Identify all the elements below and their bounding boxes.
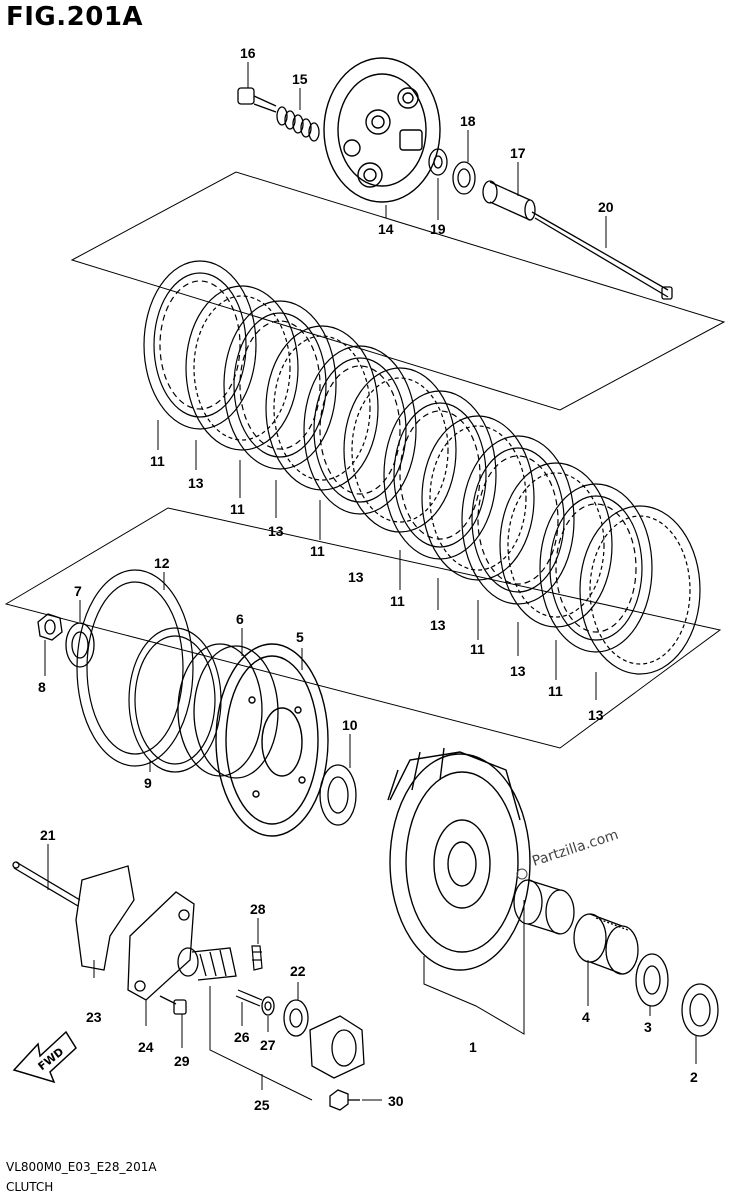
thrust-washer — [428, 148, 448, 176]
callout-13f: 13 — [588, 707, 604, 723]
locknut — [37, 613, 63, 641]
release-bearing — [452, 161, 476, 195]
friction-plate-3 — [303, 345, 417, 515]
friction-plate-5 — [461, 435, 575, 605]
bearing-22 — [283, 999, 309, 1037]
spring-bolt — [237, 87, 277, 113]
callout-13d: 13 — [430, 617, 446, 633]
washer-7 — [65, 622, 95, 668]
figure-title: FIG.201A — [6, 2, 144, 32]
pressure-plate — [323, 57, 441, 203]
friction-plate-1 — [143, 260, 257, 430]
callout-16: 16 — [240, 45, 256, 61]
callout-4: 4 — [582, 1009, 590, 1025]
drive-plate-4 — [421, 415, 535, 581]
callout-21: 21 — [40, 827, 56, 843]
callout-10: 10 — [342, 717, 358, 733]
release-rod — [12, 861, 81, 907]
drive-plate-3 — [343, 367, 457, 533]
callout-6: 6 — [236, 611, 244, 627]
callout-28: 28 — [250, 901, 266, 917]
callout-23: 23 — [86, 1009, 102, 1025]
washer-3 — [635, 953, 669, 1007]
release-screw — [177, 947, 237, 981]
callout-11d: 11 — [390, 593, 405, 609]
nut-27 — [261, 996, 275, 1016]
judder-spring — [128, 627, 222, 773]
callout-5: 5 — [296, 629, 304, 645]
drive-plate-6 — [579, 505, 701, 675]
adjust-screw — [235, 989, 263, 1007]
clutch-housing — [387, 747, 531, 971]
callout-2: 2 — [690, 1069, 698, 1085]
callout-24: 24 — [138, 1039, 154, 1055]
drive-plate-2 — [265, 325, 379, 491]
hub-group-outline — [4, 507, 722, 749]
figure-code: VL800M0_E03_E28_201A — [6, 1160, 157, 1174]
callout-27: 27 — [260, 1037, 276, 1053]
watermark-text: Partzilla.com — [530, 827, 620, 870]
callout-30: 30 — [388, 1093, 404, 1109]
callout-13c: 13 — [348, 569, 364, 585]
callout-7: 7 — [74, 583, 82, 599]
callout-3: 3 — [644, 1019, 652, 1035]
callout-13b: 13 — [268, 523, 284, 539]
callout-29: 29 — [174, 1053, 190, 1069]
callout-19: 19 — [430, 221, 446, 237]
callout-13a: 13 — [188, 475, 204, 491]
friction-plate-12 — [76, 569, 194, 767]
thrust-washer-10 — [319, 764, 357, 826]
callout-13e: 13 — [510, 663, 526, 679]
bolt-30 — [329, 1089, 360, 1111]
screw-28 — [251, 945, 263, 971]
push-piece — [482, 180, 536, 221]
callout-1: 1 — [469, 1039, 477, 1055]
callout-8: 8 — [38, 679, 46, 695]
spacer-sleeve — [513, 879, 575, 935]
needle-bearing — [573, 913, 639, 975]
callout-18: 18 — [460, 113, 476, 129]
callout-11e: 11 — [470, 641, 485, 657]
callout-15: 15 — [292, 71, 308, 87]
washer-2 — [681, 983, 719, 1037]
callout-14: 14 — [378, 221, 394, 237]
pressure-disc — [215, 643, 329, 837]
fwd-arrow-icon: FWD — [12, 1030, 77, 1084]
callout-labels: 1 2 3 4 5 6 7 8 9 10 11 11 11 11 11 11 1… — [38, 45, 698, 1113]
callout-11f: 11 — [548, 683, 563, 699]
clutch-spring — [276, 106, 320, 142]
callout-11b: 11 — [230, 501, 245, 517]
drive-plate-1 — [185, 285, 299, 451]
clutch-plate-stack — [143, 260, 701, 675]
cover-gasket — [75, 865, 135, 971]
callout-9: 9 — [144, 775, 152, 791]
friction-plate-2 — [223, 300, 337, 470]
callout-26: 26 — [234, 1029, 250, 1045]
leader-lines — [44, 62, 697, 1101]
callout-20: 20 — [598, 199, 614, 215]
callout-25: 25 — [254, 1097, 270, 1113]
callout-12: 12 — [154, 555, 170, 571]
watermark: Partzilla.com — [516, 827, 620, 880]
callout-11a: 11 — [150, 453, 165, 469]
callout-17: 17 — [510, 145, 526, 161]
callout-22: 22 — [290, 963, 306, 979]
plate-stack-outline — [70, 171, 726, 411]
friction-plate-6 — [539, 483, 653, 653]
release-cover — [127, 891, 195, 1001]
figure-caption: CLUTCH — [6, 1180, 54, 1194]
release-lever-cam — [309, 1015, 365, 1079]
callout-11c: 11 — [310, 543, 325, 559]
bolt-29 — [159, 995, 187, 1015]
push-rod — [531, 211, 673, 300]
